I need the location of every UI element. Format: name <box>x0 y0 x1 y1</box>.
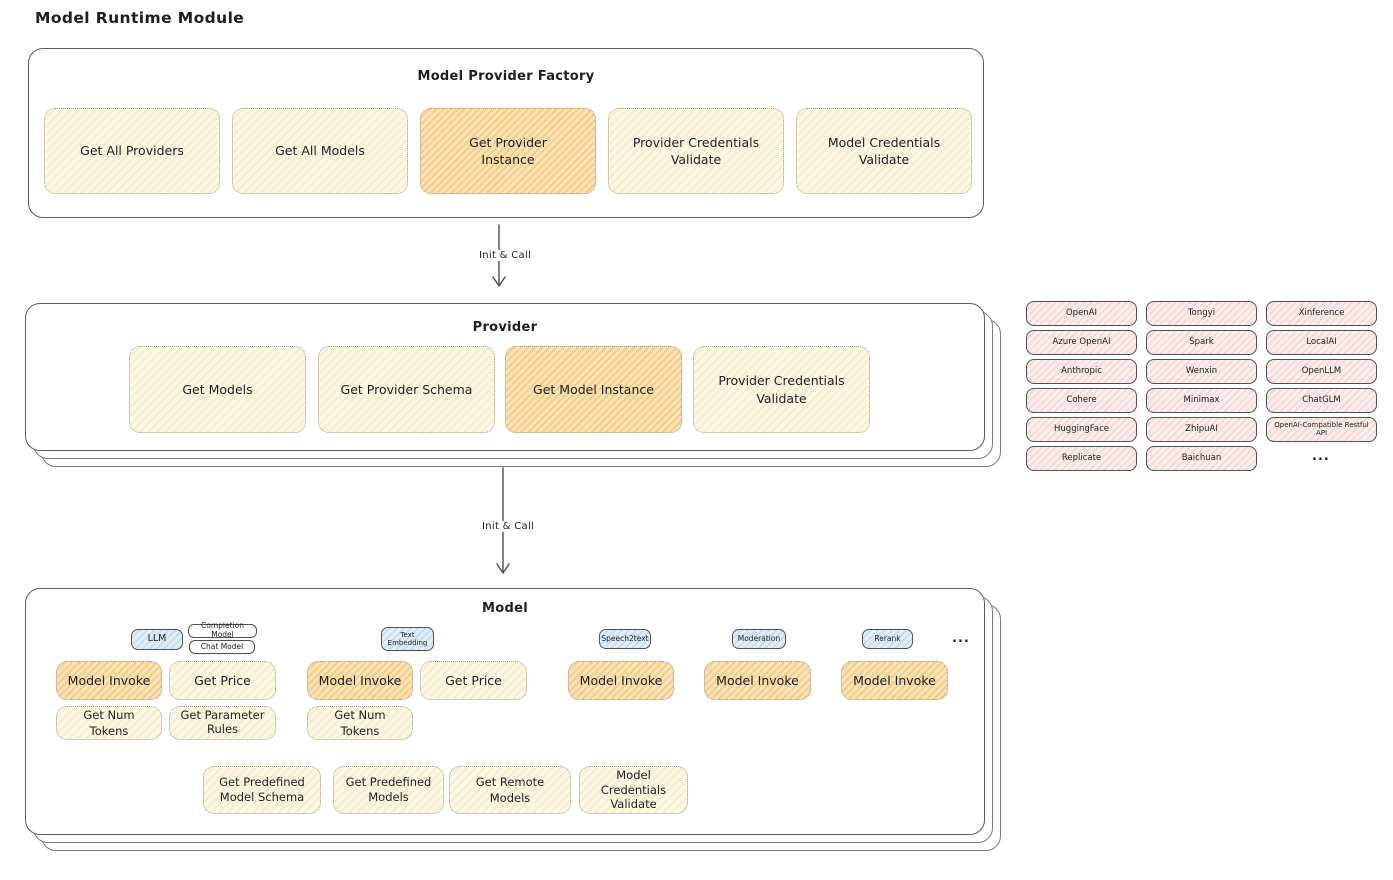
node-get-provider-instance: Get Provider Instance <box>420 108 596 194</box>
provider-chip-azure-openai: Azure OpenAI <box>1026 330 1137 355</box>
provider-chip-cohere: Cohere <box>1026 388 1137 413</box>
provider-chip-wenxin: Wenxin <box>1146 359 1257 384</box>
node-label: Provider Credentials Validate <box>632 134 760 168</box>
node-label: Get Provider Instance <box>469 134 547 168</box>
node-get-predefined-models: Get Predefined Models <box>333 766 444 814</box>
node-get-models: Get Models <box>129 346 306 433</box>
tab-rerank: Rerank <box>862 629 913 649</box>
node-get-remote-models: Get Remote Models <box>449 766 571 814</box>
node-label: Get Model Instance <box>533 381 654 397</box>
node-model-invoke-text-embedding: Model Invoke <box>307 661 413 700</box>
node-label: Get Provider Schema <box>340 381 473 397</box>
node-get-parameter-rules: Get Parameter Rules <box>169 706 276 740</box>
node-model-credentials-validate: Model Credentials Validate <box>796 108 972 194</box>
tab-text-embedding: Text Embedding <box>381 627 434 651</box>
provider-chip-spark: Spark <box>1146 330 1257 355</box>
node-provider-credentials-validate-2: Provider Credentials Validate <box>693 346 870 433</box>
factory-panel: Model Provider Factory Get All Providers… <box>28 48 984 218</box>
provider-chip-baichuan: Baichuan <box>1146 446 1257 471</box>
tab-llm: LLM <box>131 629 183 650</box>
provider-chip-xinference: Xinference <box>1266 301 1377 326</box>
provider-chip-localai: LocalAI <box>1266 330 1377 355</box>
model-tabs-ellipsis: ... <box>952 631 970 646</box>
down-arrow-icon <box>488 224 510 298</box>
node-label: Get All Providers <box>80 143 184 159</box>
node-get-num-tokens-llm: Get Num Tokens <box>56 706 162 740</box>
providers-grid-ellipsis: ... <box>1312 449 1330 464</box>
node-get-all-providers: Get All Providers <box>44 108 220 194</box>
node-get-num-tokens-text-embedding: Get Num Tokens <box>307 706 413 740</box>
provider-chip-minimax: Minimax <box>1146 388 1257 413</box>
provider-chip-huggingface: HuggingFace <box>1026 417 1137 442</box>
node-label: Get Models <box>182 381 253 397</box>
tab-moderation: Moderation <box>732 629 786 649</box>
node-label: Model Credentials Validate <box>827 134 941 168</box>
node-model-invoke-llm: Model Invoke <box>56 661 162 700</box>
model-title: Model <box>482 601 528 616</box>
node-model-credentials-validate-model: Model Credentials Validate <box>579 766 688 814</box>
node-label: Get All Models <box>275 143 365 159</box>
node-get-model-instance: Get Model Instance <box>505 346 682 433</box>
provider-chip-chatglm: ChatGLM <box>1266 388 1377 413</box>
node-model-invoke-speech2text: Model Invoke <box>568 661 674 700</box>
node-get-price-llm: Get Price <box>169 661 276 700</box>
provider-chip-anthropic: Anthropic <box>1026 359 1137 384</box>
provider-chip-openllm: OpenLLM <box>1266 359 1377 384</box>
tab-speech2text: Speech2text <box>599 629 651 649</box>
provider-chip-replicate: Replicate <box>1026 446 1137 471</box>
node-get-price-text-embedding: Get Price <box>420 661 527 700</box>
provider-chip-openai-compatible-restful-api: OpenAI-Compatible Restful API <box>1266 417 1377 442</box>
provider-chip-zhipuai: ZhipuAI <box>1146 417 1257 442</box>
tab-chat-model: Chat Model <box>189 640 255 654</box>
provider-chip-openai: OpenAI <box>1026 301 1137 326</box>
page-title: Model Runtime Module <box>35 9 245 27</box>
tab-completion-model: Completion Model <box>188 622 257 639</box>
model-panel: Model LLM Completion Model Chat Model Te… <box>25 588 985 835</box>
arrow-init-call-label-1: Init & Call <box>475 250 536 261</box>
node-get-all-models: Get All Models <box>232 108 408 194</box>
node-get-provider-schema: Get Provider Schema <box>318 346 495 433</box>
down-arrow-icon <box>492 467 514 585</box>
node-provider-credentials-validate: Provider Credentials Validate <box>608 108 784 194</box>
provider-title: Provider <box>472 320 538 335</box>
arrow-init-call-label-2: Init & Call <box>478 521 539 532</box>
node-model-invoke-rerank: Model Invoke <box>841 661 948 700</box>
provider-chip-tongyi: Tongyi <box>1146 301 1257 326</box>
provider-panel: Provider Get Models Get Provider Schema … <box>25 303 985 451</box>
factory-title: Model Provider Factory <box>417 69 595 84</box>
node-model-invoke-moderation: Model Invoke <box>704 661 811 700</box>
node-label: Provider Credentials Validate <box>718 373 845 406</box>
node-get-predefined-model-schema: Get Predefined Model Schema <box>203 766 321 814</box>
